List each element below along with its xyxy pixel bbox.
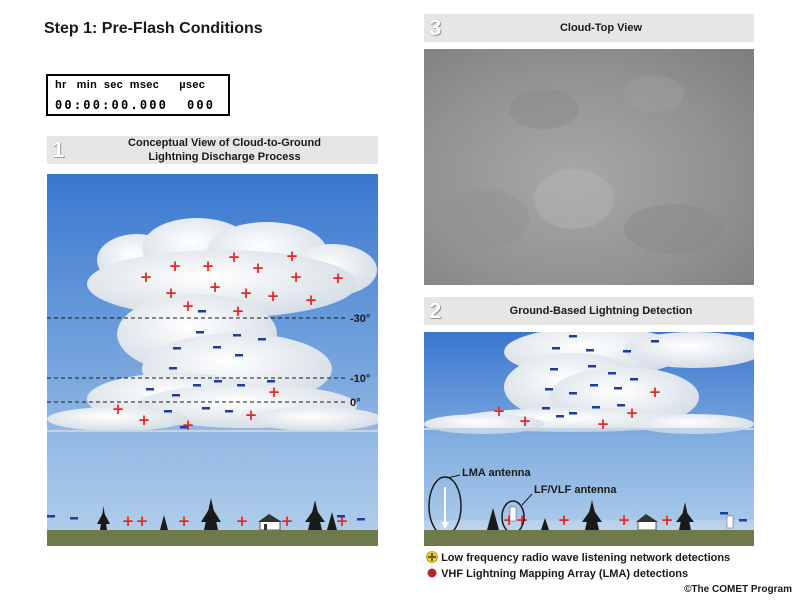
red-dot-icon — [427, 568, 437, 578]
svg-text:+: + — [240, 284, 253, 302]
cloud-top-satellite-view — [424, 49, 754, 285]
svg-text:+: + — [252, 259, 265, 277]
svg-text:+: + — [122, 512, 135, 530]
panel-2-title: Ground-Based Lightning Detection — [509, 305, 693, 317]
panel-1-illustration: -30° -10° 0° +++ +++ +++ +++ +++ +++ ++ … — [47, 174, 378, 546]
page-title: Step 1: Pre-Flash Conditions — [44, 20, 263, 37]
svg-text:+: + — [228, 248, 241, 266]
svg-text:+: + — [649, 383, 662, 401]
rain-shaft — [122, 428, 268, 467]
small-antenna-icon — [726, 515, 734, 529]
legend-label-lf: Low frequency radio wave listening netwo… — [441, 552, 731, 564]
lf-vlf-antenna-label: LF/VLF antenna — [534, 484, 617, 496]
timer-header: hr min sec msec µsec — [55, 79, 206, 91]
svg-text:+: + — [165, 284, 178, 302]
svg-text:+: + — [661, 511, 674, 529]
svg-text:+: + — [182, 297, 195, 315]
svg-text:+: + — [332, 269, 345, 287]
svg-text:+: + — [336, 512, 349, 530]
level-label-0: 0° — [350, 397, 361, 409]
svg-text:+: + — [209, 278, 222, 296]
panel-3-header: 3 Cloud-Top View — [424, 14, 754, 42]
svg-text:+: + — [281, 512, 294, 530]
timer-display: hr min sec msec µsec 00:00:00.000 000 — [46, 74, 230, 116]
panel-1-title-line2: Lightning Discharge Process — [148, 151, 301, 163]
svg-text:+: + — [626, 404, 639, 422]
panel-1-number: 1 — [52, 137, 65, 162]
svg-text:+: + — [618, 511, 631, 529]
svg-text:+: + — [558, 511, 571, 529]
svg-text:+: + — [267, 287, 280, 305]
positive-charges: +++ +++ +++ +++ +++ +++ ++ +++ +++ — [112, 247, 349, 530]
svg-text:+: + — [140, 268, 153, 286]
svg-text:+: + — [138, 411, 151, 429]
svg-text:+: + — [245, 406, 258, 424]
svg-text:+: + — [493, 402, 506, 420]
panel-1-title-line1: Conceptual View of Cloud-to-Ground — [128, 137, 321, 149]
legend-item-lf: Low frequency radio wave listening netwo… — [426, 551, 730, 564]
level-label-minus30: -30° — [350, 313, 370, 325]
svg-text:+: + — [305, 291, 318, 309]
positive-charges-2: +++ ++ +++ ++ — [493, 383, 674, 529]
svg-text:+: + — [136, 512, 149, 530]
panel-2-illustration: +++ ++ +++ ++ LMA antenna LF/VLF a — [424, 332, 754, 546]
yellow-cross-icon — [426, 551, 438, 563]
svg-text:+: + — [597, 415, 610, 433]
negative-charges-2 — [542, 335, 747, 522]
trees-2 — [487, 500, 694, 530]
svg-text:+: + — [178, 512, 191, 530]
panel-3-title: Cloud-Top View — [559, 22, 643, 34]
copyright-notice: ©The COMET Program — [684, 584, 792, 595]
svg-text:+: + — [236, 512, 249, 530]
trees — [97, 498, 337, 530]
svg-text:+: + — [202, 257, 215, 275]
legend-label-lma: VHF Lightning Mapping Array (LMA) detect… — [441, 568, 689, 580]
panel-3-number: 3 — [429, 15, 442, 40]
panel-2-number: 2 — [429, 298, 442, 323]
legend-item-lma: VHF Lightning Mapping Array (LMA) detect… — [426, 567, 688, 580]
lma-antenna-label: LMA antenna — [462, 467, 532, 479]
svg-text:+: + — [290, 268, 303, 286]
svg-text:+: + — [232, 302, 245, 320]
panel-1-header: 1 Conceptual View of Cloud-to-Ground Lig… — [47, 136, 378, 164]
level-label-minus10: -10° — [350, 373, 370, 385]
svg-text:+: + — [268, 383, 281, 401]
svg-text:+: + — [112, 400, 125, 418]
svg-text:+: + — [286, 247, 299, 265]
svg-text:+: + — [516, 511, 529, 529]
ground — [47, 530, 378, 546]
svg-text:+: + — [169, 257, 182, 275]
svg-text:+: + — [182, 416, 195, 434]
panel-2-header: 2 Ground-Based Lightning Detection — [424, 297, 754, 325]
negative-charges — [47, 310, 365, 521]
timer-value: 00:00:00.000 000 — [55, 98, 216, 112]
svg-text:+: + — [519, 412, 532, 430]
